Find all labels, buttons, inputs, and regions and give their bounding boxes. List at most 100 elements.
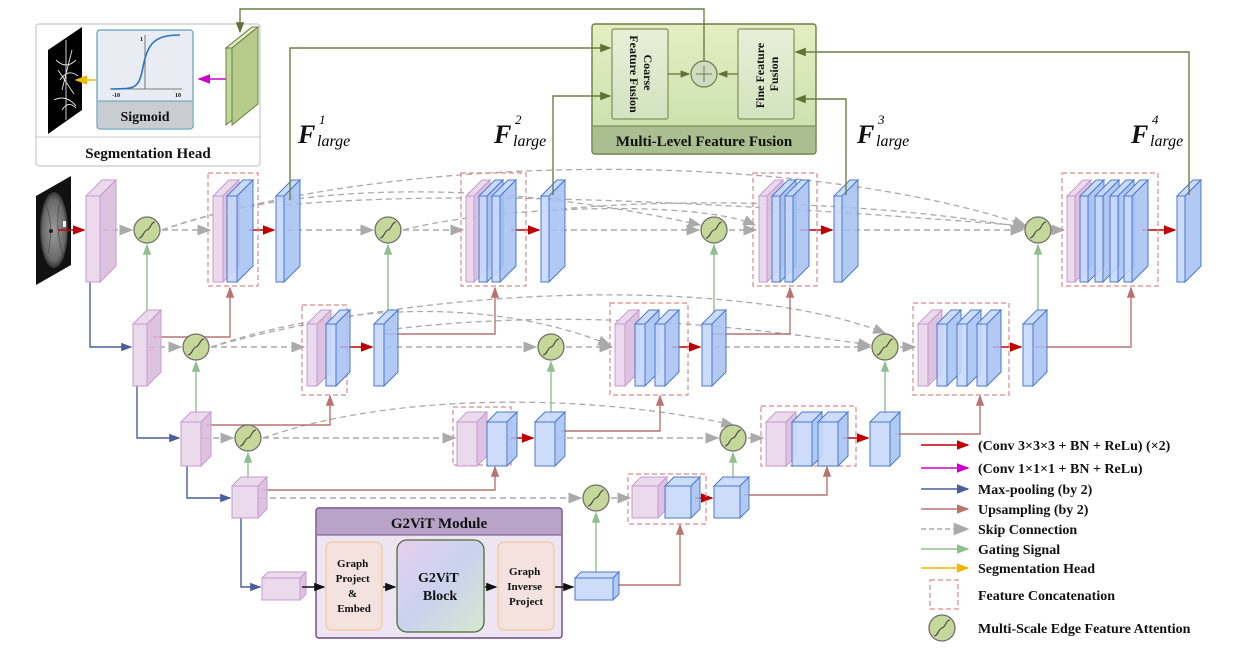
r2-3-up-feature-side [986, 308, 1002, 388]
decoder-node-x21-front [534, 421, 556, 467]
r1-4-feature-c-front [1109, 195, 1119, 283]
r2-3-feature-b-front [956, 323, 968, 387]
svg-text:1: 1 [319, 112, 326, 127]
fusion-title: Multi-Level Feature Fusion [616, 134, 793, 150]
legend: (Conv 3×3×3 + BN + ReLu) (×2)(Conv 1×1×1… [921, 439, 1191, 642]
skip-r1-curve-5 [550, 202, 1027, 231]
svg-text:2: 2 [515, 112, 522, 127]
project-line-3: & [348, 588, 357, 600]
svg-text:F: F [493, 120, 511, 149]
svg-text:4: 4 [1152, 112, 1159, 127]
decoder-node-x13-side [1032, 308, 1048, 388]
r2-3-feature-a-front [936, 323, 948, 387]
bottleneck-output-front [574, 577, 614, 601]
decoder-node-x31 [712, 475, 751, 520]
r2-1-up-feature-side [335, 308, 351, 388]
feature-label-2: F 2 large [493, 112, 546, 150]
vessel-segmentation-output-image [48, 27, 82, 134]
legend-item-3: Max-pooling (by 2) [921, 483, 1093, 498]
upsample-x22-to-x13 [895, 394, 985, 435]
attention-gate-r4-1-curve-icon [587, 489, 605, 507]
sigmoid-axis-max: 10 [175, 93, 181, 99]
encoder-level-5 [260, 570, 308, 602]
concat-box-r1-3 [752, 172, 818, 287]
r3-2-feature-a-front [791, 421, 813, 467]
skip-r2-curve-1 [210, 310, 612, 348]
attention-gate-r2-3-curve-icon [876, 338, 894, 356]
upsample-x13-to-x04 [1035, 286, 1136, 348]
r2-1-skip-feature-front [306, 323, 318, 387]
decoder-node-x13-front [1022, 323, 1034, 387]
sigmoid-label: Sigmoid [120, 110, 169, 125]
svg-text:F: F [297, 120, 315, 149]
r3-1-up-feature [485, 410, 519, 468]
r4-1-skip-feature [630, 475, 669, 520]
r2-2-skip-feature-front [614, 323, 626, 387]
r3-2-up-feature-side [837, 410, 849, 468]
encoder-level-1-front [85, 195, 101, 283]
project-line-2: Project [336, 573, 370, 585]
r3-2-skip-feature-front [765, 421, 787, 467]
r3-1-skip-feature [455, 410, 489, 468]
legend-swatch-attention-icon-curve-icon [933, 619, 951, 637]
r1-4-up-feature-front [1123, 195, 1133, 283]
legend-label: Multi-Scale Edge Feature Attention [978, 622, 1191, 637]
legend-label: Upsampling (by 2) [978, 503, 1089, 518]
attention-gate-r1-3-curve-icon [705, 221, 723, 239]
r1-3-up-feature [783, 178, 811, 284]
r1-2-feature-a-front [478, 195, 488, 283]
decoder-node-x12-side [711, 308, 727, 388]
multi-level-feature-fusion: Multi-Level Feature Fusion Coarse Featur… [591, 23, 817, 155]
decoder-node-x01-front [275, 195, 285, 283]
feature-labels: F 1 large F 2 large F 3 large F 4 large [297, 112, 1183, 150]
r1-4-skip-feature-front [1066, 195, 1076, 283]
decoder-node-x01-side [283, 178, 301, 284]
legend-label: Segmentation Head [978, 562, 1095, 577]
legend-label: Max-pooling (by 2) [978, 483, 1093, 498]
upsample-x30-to-x21 [262, 465, 500, 491]
legend-item-4: Upsampling (by 2) [921, 503, 1089, 518]
attention-gate-r2-2-curve-icon [542, 338, 560, 356]
r1-1-skip-feature-front [212, 195, 224, 283]
svg-text:Graph Inverse Proj: Graph Inverse Project [507, 566, 545, 608]
r4-1-up-feature [663, 475, 702, 520]
encoder-level-3-front [180, 421, 202, 467]
r2-2-up-feature-side [664, 308, 680, 388]
upsample-x31-to-x22 [744, 465, 832, 496]
r1-2-up-feature-front [491, 195, 501, 283]
block-line-1: G2ViT [418, 571, 459, 586]
decoder-node-x02 [539, 178, 567, 284]
r1-3-feature-a-front [771, 195, 781, 283]
fine-label-line-2: Fusion [767, 56, 781, 91]
encoder-level-3-side [200, 410, 212, 468]
r1-2-up-feature-side [499, 178, 517, 284]
legend-swatch-attention-icon [928, 614, 956, 642]
encoder-level-5-front [261, 577, 301, 601]
segmentation-head-title: Segmentation Head [85, 146, 211, 162]
r1-2-up-feature [490, 178, 518, 284]
upsample-x20-to-x11 [206, 394, 335, 426]
svg-text:large: large [317, 133, 350, 150]
coarse-label-line-2: Feature Fusion [627, 35, 641, 113]
decoder-node-x04-front [1176, 195, 1186, 283]
attention-gate-r2-1 [182, 333, 210, 361]
r1-3-up-feature-front [784, 195, 794, 283]
attention-gate-r3-1 [234, 424, 262, 452]
r1-4-up-feature-side [1131, 178, 1149, 284]
attention-gate-r1-4 [1024, 216, 1052, 244]
decoder-node-x03 [832, 178, 860, 284]
attention-gate-r3-1-curve-icon [239, 429, 257, 447]
maxpool-4-5 [240, 518, 262, 592]
legend-item-6: Gating Signal [921, 543, 1060, 558]
decoder-node-x12-front [701, 323, 713, 387]
decoder-node-x01 [274, 178, 302, 284]
encoder-level-4 [230, 475, 269, 520]
skip-r2-curve-2 [210, 294, 887, 348]
upsample-bottleneck-to-x31 [617, 523, 685, 586]
legend-label: Gating Signal [978, 543, 1060, 558]
legend-item-7: Segmentation Head [921, 562, 1095, 577]
r4-1-up-feature-front [664, 485, 692, 519]
inverse-line-2: Inverse [507, 581, 542, 593]
block-line-2: Block [423, 589, 457, 604]
r2-2-feature-a-front [634, 323, 646, 387]
